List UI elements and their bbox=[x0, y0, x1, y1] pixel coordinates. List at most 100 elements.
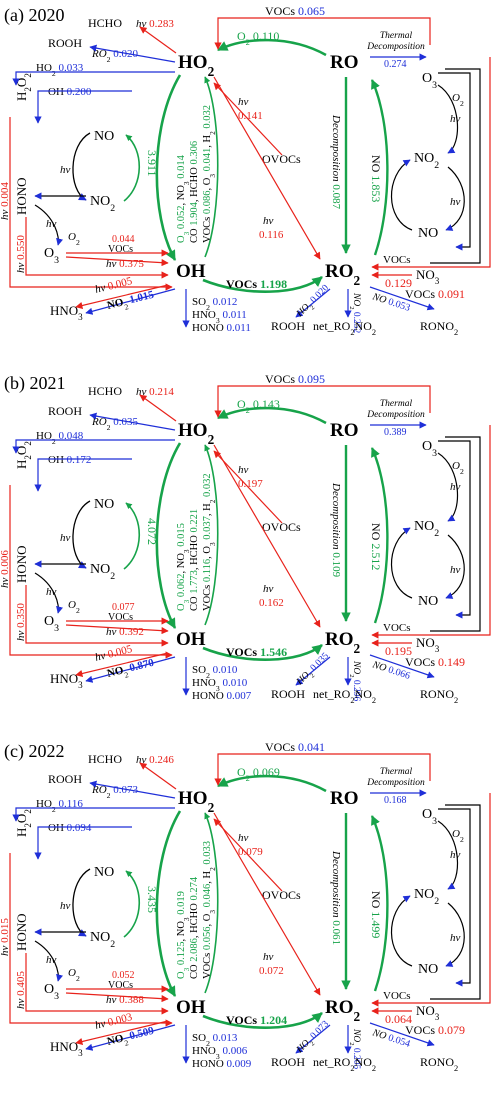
ho2-to-ro2-arrow bbox=[213, 444, 321, 628]
hv-oh-label: hv 0.392 bbox=[106, 626, 144, 638]
oh-to-hono-arrow bbox=[34, 826, 132, 860]
ro2-no3-value: 0.195 bbox=[385, 644, 412, 658]
ro2-to-rono2-arrow bbox=[369, 286, 435, 311]
o2-ro-label: O2 0.143 bbox=[237, 397, 280, 415]
no-to-no2-right-arrow bbox=[390, 527, 413, 599]
ho2-out-label: HO2 0.033 bbox=[36, 62, 84, 78]
thermal-label: Thermal bbox=[380, 399, 413, 409]
therm-value: 0.274 bbox=[384, 59, 407, 70]
thermal-label: Thermal bbox=[380, 31, 413, 41]
no-oh-label: 3.435 bbox=[145, 886, 159, 913]
decomposition-label: Decomposition 0.087 bbox=[330, 114, 342, 210]
ho2-to-oh-arrow bbox=[155, 810, 182, 997]
vocs-to-ro2-arrow bbox=[371, 793, 491, 1007]
no-oh-label: 4.072 bbox=[145, 518, 159, 545]
hv-ho2-value: 0.141 bbox=[238, 110, 263, 122]
o3-left-species: O3 bbox=[44, 246, 59, 266]
no-to-no2-left-arrow bbox=[72, 132, 91, 201]
rono2-species: RONO2 bbox=[420, 319, 458, 337]
oh-to-ro2-arrow bbox=[202, 1011, 323, 1029]
ro2-to-ro-arrow bbox=[370, 815, 389, 992]
co-hcho-label: CO 1.904, HCHO 0.306 bbox=[189, 141, 200, 243]
hv-right-bottom: hv bbox=[450, 196, 461, 208]
co-hcho-label: CO 2.086, HCHO 0.274 bbox=[189, 876, 200, 979]
hcho-species: HCHO bbox=[88, 16, 122, 30]
no-to-no2-right-arrow bbox=[390, 895, 413, 967]
hv-hno3-label: hv 0.005 bbox=[94, 643, 134, 664]
hno3-label: HNO3 0.006 bbox=[192, 1045, 248, 1061]
ro-species: RO bbox=[330, 788, 359, 809]
o3-no3-outer-arrow bbox=[430, 436, 481, 632]
hv-left-label: hv bbox=[60, 532, 71, 544]
o2-ro-label: O2 0.069 bbox=[237, 765, 280, 783]
ho2-to-rooh-arrow bbox=[89, 44, 176, 63]
hcho-species: HCHO bbox=[88, 384, 122, 398]
ho2-out-label: HO2 0.048 bbox=[36, 430, 84, 446]
hono-label: HONO 0.009 bbox=[192, 1058, 252, 1070]
hono-species: HONO bbox=[14, 545, 29, 583]
no2-right-species: NO2 bbox=[414, 887, 439, 907]
panel-label: (a) 2020 bbox=[4, 5, 64, 26]
panel-label: (b) 2021 bbox=[4, 373, 66, 394]
hv-hno3-label: hv 0.005 bbox=[94, 275, 134, 296]
oh-to-hno3-red-arrow bbox=[75, 1020, 169, 1045]
no2-right-species: NO2 bbox=[414, 151, 439, 171]
ro2-to-rooh-arrow bbox=[295, 656, 331, 686]
vocs-oh-label: VOCs 1.204 bbox=[226, 1013, 287, 1027]
o2-left-label: O2 bbox=[68, 599, 80, 615]
hv-oh-label: hv 0.388 bbox=[106, 994, 144, 1006]
ro2-to-rooh-arrow bbox=[295, 1024, 331, 1054]
vocs-o3-h2-label: VOCs 0.056, O3 0.046, H2 0.033 bbox=[202, 841, 217, 979]
no2-loop-arrow bbox=[123, 134, 141, 202]
vocs-o3-h2-label: VOCs 0.086, O3 0.041, H2 0.032 bbox=[202, 105, 217, 243]
oh-to-ro2-arrow bbox=[202, 275, 323, 293]
no-left-species: NO bbox=[94, 129, 114, 144]
net-ro2no2-species: net_RO2NO2 bbox=[313, 687, 376, 705]
o3-vocs-label: VOCs bbox=[108, 612, 133, 623]
ro-to-ho2-arrow bbox=[217, 406, 327, 425]
ovocs-to-ho2-arrow bbox=[213, 82, 283, 156]
hv-right-bottom: hv bbox=[450, 564, 461, 576]
no-ro2-label: NO 1.499 bbox=[369, 891, 383, 938]
ro2-species: RO2 bbox=[325, 261, 361, 288]
o3-to-no2-arrow bbox=[437, 84, 459, 154]
ho2-to-rooh-arrow bbox=[89, 412, 176, 431]
hv-left-label: hv bbox=[60, 164, 71, 176]
hv-hono-label: hv bbox=[46, 954, 57, 966]
ro2-to-rooh-arrow bbox=[295, 288, 331, 318]
o3-to-no3-arrow bbox=[438, 440, 471, 619]
oh-to-ro2-arrow bbox=[202, 643, 323, 661]
o3-no3-outer-arrow bbox=[430, 804, 481, 1000]
top-vocs-arrow bbox=[214, 753, 431, 786]
oh-species: OH bbox=[176, 997, 206, 1018]
ho2-to-h2o2-arrow bbox=[12, 439, 175, 454]
rono2-species: RONO2 bbox=[420, 1055, 458, 1073]
o3-hv-arrow bbox=[65, 624, 169, 635]
h2o2-to-oh-arrow bbox=[9, 485, 173, 659]
o2-right-label: O2 bbox=[452, 828, 464, 844]
o3-no3-label: O3 0.125, NO3 0.019 bbox=[176, 891, 191, 979]
no2-ro2-label: NO2 0.296 bbox=[349, 660, 362, 702]
h2o2-to-oh-arrow bbox=[9, 853, 173, 1027]
no2-right-species: NO2 bbox=[414, 519, 439, 539]
vocs-to-ro2-arrow bbox=[371, 425, 491, 639]
hono-to-oh-arrow bbox=[25, 217, 169, 279]
no-ro2-label: NO 1.853 bbox=[369, 155, 383, 202]
decomposition-label: Decomposition 0.061 bbox=[330, 850, 342, 945]
hcho-label: hv 0.283 bbox=[136, 18, 174, 30]
vocs-oh-label: VOCs 1.198 bbox=[226, 277, 287, 291]
hv-oh-label: hv 0.375 bbox=[106, 258, 144, 270]
ro-to-ho2-arrow bbox=[217, 774, 327, 793]
no-left-species: NO bbox=[94, 865, 114, 880]
top-vocs-arrow bbox=[214, 385, 431, 418]
hv-ro2-value: 0.162 bbox=[259, 597, 284, 609]
hv-right-bottom: hv bbox=[450, 932, 461, 944]
o3-left-species: O3 bbox=[44, 982, 59, 1002]
oh-species: OH bbox=[176, 629, 206, 650]
ovocs-species: OVOCs bbox=[262, 520, 301, 534]
hv-hono-red-label: hv 0.350 bbox=[15, 603, 27, 641]
rooh-bottom-species: ROOH bbox=[271, 687, 305, 701]
ovocs-to-ho2-arrow bbox=[213, 818, 283, 892]
net-ro2no2-species: net_RO2NO2 bbox=[313, 319, 376, 337]
ho2-to-h2o2-arrow bbox=[12, 807, 175, 822]
